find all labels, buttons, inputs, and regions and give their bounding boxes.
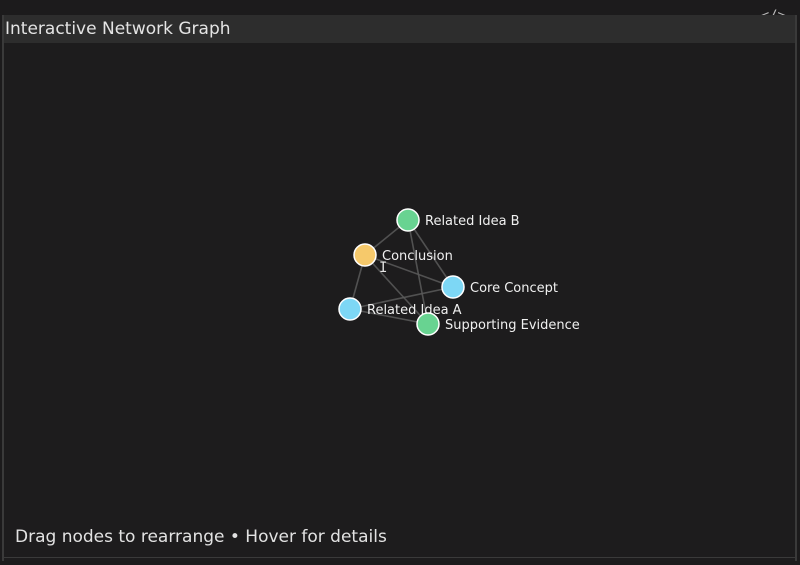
graph-edge xyxy=(407,219,429,325)
node-circle[interactable] xyxy=(396,208,420,232)
graph-edge xyxy=(349,308,429,325)
node-label: Core Concept xyxy=(470,281,558,296)
graph-edge xyxy=(407,219,454,288)
graph-edge xyxy=(364,254,454,288)
node-circle[interactable] xyxy=(338,297,362,321)
node-label: Supporting Evidence xyxy=(445,318,580,333)
node-circle[interactable] xyxy=(416,312,440,336)
graph-edge xyxy=(349,286,454,310)
graph-edge xyxy=(364,254,429,325)
graph-node-conclusion[interactable]: Conclusion xyxy=(353,243,453,267)
node-label: Related Idea A xyxy=(367,303,462,318)
instructions-text: Drag nodes to rearrange • Hover for deta… xyxy=(15,527,387,547)
panel-title-bar: Interactive Network Graph xyxy=(4,15,795,43)
network-graph-panel: Interactive Network Graph Related Idea B… xyxy=(2,15,797,561)
node-circle[interactable] xyxy=(441,275,465,299)
node-label: Related Idea B xyxy=(425,214,520,229)
node-circle[interactable] xyxy=(353,243,377,267)
page-title: Interactive Network Graph xyxy=(5,19,231,39)
graph-node-core-concept[interactable]: Core Concept xyxy=(441,275,558,299)
graph-node-supporting-evidence[interactable]: Supporting Evidence xyxy=(416,312,580,336)
footer-divider xyxy=(4,557,795,558)
graph-node-related-idea-b[interactable]: Related Idea B xyxy=(396,208,520,232)
graph-node-related-idea-a[interactable]: Related Idea A xyxy=(338,297,462,321)
node-label: Conclusion xyxy=(382,249,453,264)
